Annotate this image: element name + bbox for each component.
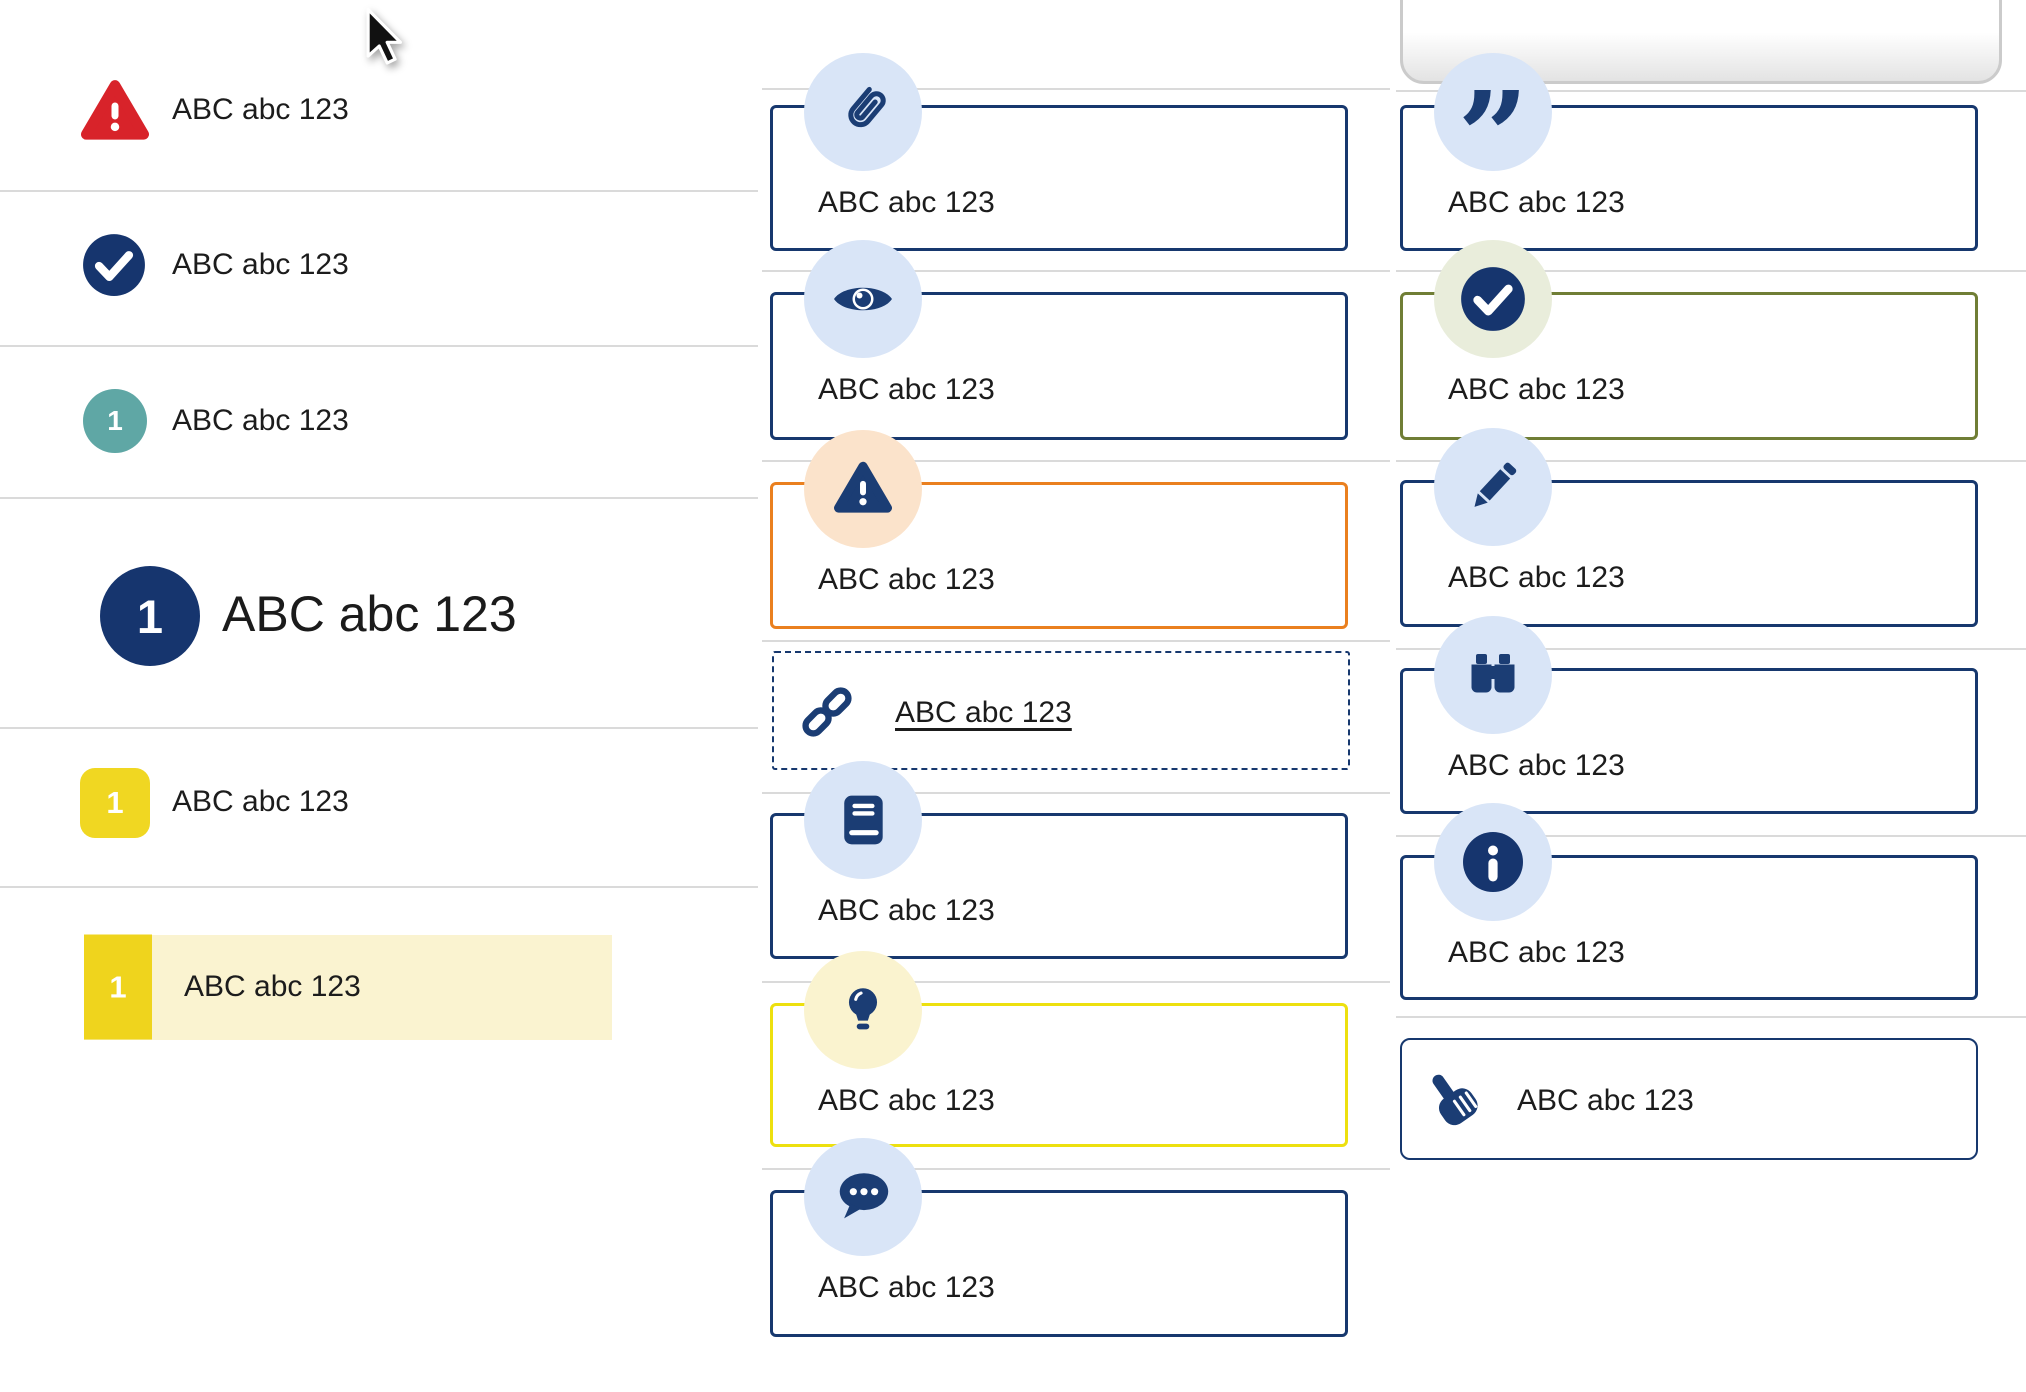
hand-pointer-icon: [1420, 1066, 1486, 1136]
callout-icon-circle: [804, 430, 922, 548]
number-square-badge: 1: [84, 934, 152, 1040]
callout-icon-circle: ”: [1434, 53, 1552, 200]
callout-action: ABC abc 123: [1400, 1038, 1978, 1160]
callout-label: ABC abc 123: [818, 1084, 995, 1117]
alert-triangle-icon: [78, 78, 152, 146]
divider: [1396, 1016, 2026, 1018]
callout-icon-circle: [804, 761, 922, 879]
list-item-label: ABC abc 123: [172, 785, 349, 818]
callout-label: ABC abc 123: [818, 373, 995, 406]
divider: [762, 640, 1390, 642]
list-item-label: ABC abc 123: [172, 404, 349, 437]
list-item-label: ABC abc 123: [172, 93, 349, 126]
eye-icon: [831, 267, 895, 331]
callout-label: ABC abc 123: [1448, 561, 1625, 594]
chat-bubble-icon: [832, 1166, 894, 1228]
divider: [1396, 648, 2026, 650]
alert-triangle-icon: [832, 460, 894, 518]
callout-icon-circle: [804, 53, 922, 171]
divider: [0, 497, 758, 499]
divider: [1396, 460, 2026, 462]
callout-icon-circle: [804, 240, 922, 358]
book-icon: [833, 790, 893, 850]
callout-label: ABC abc 123: [818, 1271, 995, 1304]
divider: [0, 345, 758, 347]
number-square-badge: 1: [80, 768, 150, 838]
divider: [762, 88, 1390, 90]
divider: [0, 886, 758, 888]
divider: [762, 981, 1390, 983]
divider: [762, 792, 1390, 794]
info-circle-icon: [1461, 830, 1525, 894]
callout-icon-circle: [804, 1138, 922, 1256]
highlight-band: [84, 935, 612, 1040]
binoculars-icon: [1461, 643, 1525, 707]
callout-label: ABC abc 123: [1517, 1084, 1694, 1117]
callout-icon-circle: [1434, 428, 1552, 546]
callout-icon-circle: [1434, 616, 1552, 734]
divider: [1396, 270, 2026, 272]
divider: [762, 1168, 1390, 1170]
callout-label: ABC abc 123: [818, 186, 995, 219]
callout-label: ABC abc 123: [818, 894, 995, 927]
link-text[interactable]: ABC abc 123: [895, 696, 1072, 729]
paperclip-icon: [832, 81, 894, 143]
link-icon: [796, 681, 858, 743]
divider: [0, 190, 758, 192]
list-item-label: ABC abc 123: [172, 248, 349, 281]
callout-label: ABC abc 123: [1448, 373, 1625, 406]
number-circle-badge: 1: [100, 566, 200, 666]
callout-label: ABC abc 123: [1448, 749, 1625, 782]
callout-icon-circle: [1434, 803, 1552, 921]
pencil-icon: [1462, 456, 1524, 518]
callout-label: ABC abc 123: [818, 563, 995, 596]
divider: [1396, 90, 2026, 92]
check-circle-icon: [1459, 265, 1527, 333]
divider: [0, 727, 758, 729]
callout-icon-circle: [1434, 240, 1552, 358]
mouse-cursor-icon: [366, 7, 402, 67]
list-item-label: ABC abc 123: [184, 970, 361, 1003]
number-badge: 1: [83, 389, 147, 453]
divider: [762, 460, 1390, 462]
divider: [762, 270, 1390, 272]
lightbulb-icon: [832, 979, 894, 1041]
callout-label: ABC abc 123: [1448, 186, 1625, 219]
callout-icon-circle: [804, 951, 922, 1069]
check-circle-icon: [81, 232, 147, 298]
callout-label: ABC abc 123: [1448, 936, 1625, 969]
callout-link: ABC abc 123: [772, 651, 1350, 770]
divider: [1396, 835, 2026, 837]
heading-label: ABC abc 123: [222, 586, 517, 642]
